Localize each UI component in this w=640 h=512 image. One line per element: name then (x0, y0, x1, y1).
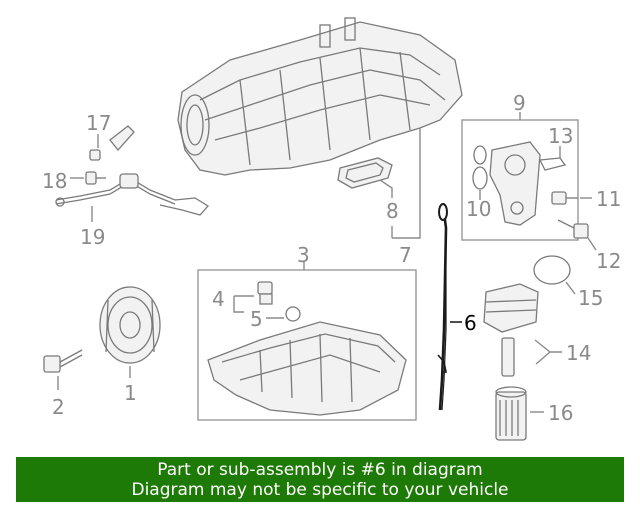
wiring-harness (55, 173, 210, 216)
pulley-bolt (43, 349, 83, 373)
oil-dipstick (437, 203, 448, 411)
banner-line-1: Part or sub-assembly is #6 in diagram (157, 460, 483, 480)
drain-plug-gasket (285, 306, 301, 322)
oil-filter (495, 386, 527, 441)
bolt-18 (85, 171, 106, 185)
callout-15: 15 (578, 286, 603, 310)
diagram-notice-banner: Part or sub-assembly is #6 in diagram Di… (16, 457, 624, 502)
callout-17: 17 (86, 111, 111, 135)
bolt-11 (551, 191, 578, 205)
intake-gasket (337, 157, 393, 189)
callout-10: 10 (466, 197, 491, 221)
callout-4: 4 (212, 287, 225, 311)
callout-13: 13 (548, 124, 573, 148)
oil-cooler (483, 283, 539, 377)
callout-2: 2 (52, 395, 65, 419)
callout-8: 8 (386, 199, 399, 223)
sensor-17 (89, 125, 135, 161)
callout-9: 9 (513, 91, 526, 115)
callout-14: 14 (566, 341, 591, 365)
callout-5: 5 (250, 307, 263, 331)
banner-line-2: Diagram may not be specific to your vehi… (131, 480, 509, 500)
bolt-12 (557, 219, 589, 239)
oil-pan-box (197, 269, 417, 421)
callout-6: 6 (464, 311, 477, 335)
callout-11: 11 (596, 187, 621, 211)
intake-manifold (177, 17, 463, 176)
callout-18: 18 (42, 169, 67, 193)
o-ring-15 (533, 255, 571, 285)
callout-7: 7 (399, 243, 412, 267)
oil-pan (207, 321, 407, 416)
callout-12: 12 (596, 249, 621, 273)
drain-plug (257, 281, 273, 305)
callout-19: 19 (80, 225, 105, 249)
callout-3: 3 (297, 243, 310, 267)
crankshaft-pulley (99, 286, 161, 364)
oil-filter-housing (472, 141, 567, 226)
callout-16: 16 (548, 401, 573, 425)
callout-1: 1 (124, 381, 137, 405)
